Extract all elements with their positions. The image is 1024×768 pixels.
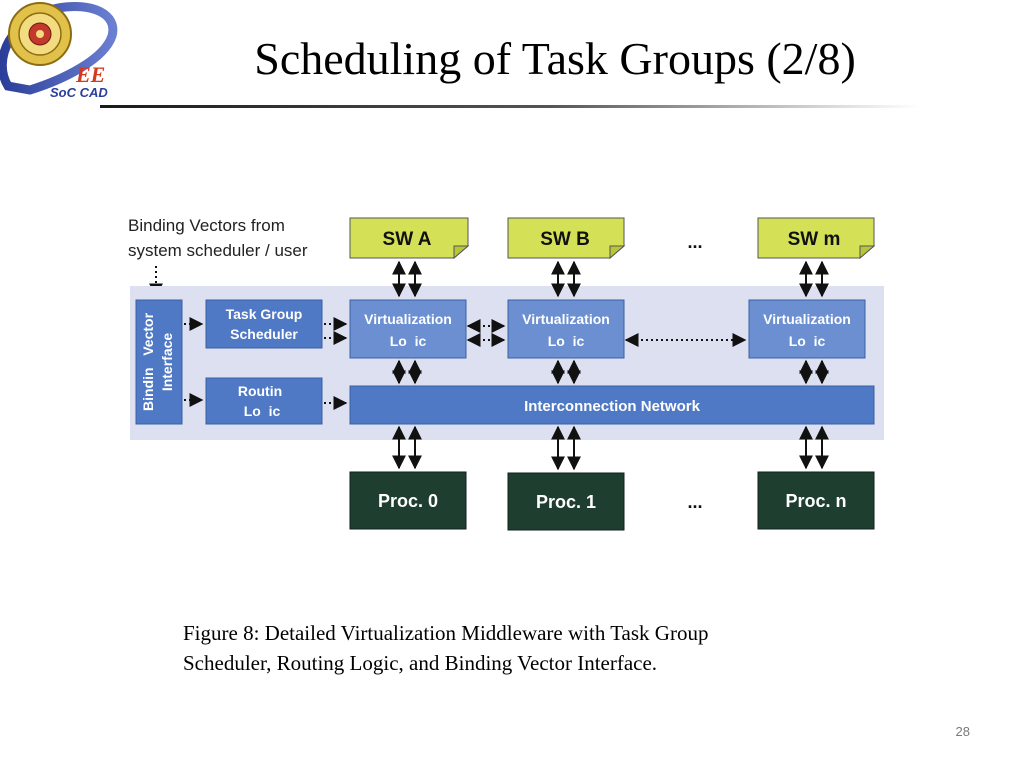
sw-box-m: SW m bbox=[757, 217, 876, 260]
logo-soc-cad-text: SoC CAD bbox=[50, 85, 108, 100]
virtualization-logic-m-label-line1: Virtualization bbox=[763, 311, 851, 327]
task-group-scheduler-label-line2: Scheduler bbox=[230, 326, 298, 342]
processor-0-label: Proc. 0 bbox=[378, 491, 438, 511]
binding-vector-interface-label-line1: Bindin Vector bbox=[140, 312, 156, 411]
routing-logic-label-line2: Lo ic bbox=[244, 403, 281, 419]
processor-n: Proc. n bbox=[757, 471, 875, 530]
routing-logic bbox=[205, 377, 323, 425]
processor-1-label: Proc. 1 bbox=[536, 492, 596, 512]
binding-vectors-note-line2: system scheduler / user bbox=[128, 241, 308, 260]
virtualization-logic-a-label-line2: Lo ic bbox=[390, 333, 427, 349]
figure-caption-line2: Scheduler, Routing Logic, and Binding Ve… bbox=[183, 651, 658, 675]
virtualization-logic-a-label-line1: Virtualization bbox=[364, 311, 452, 327]
title-divider bbox=[100, 105, 920, 108]
ee-soc-cad-logo: EE SoC CAD bbox=[0, 1, 118, 100]
processor-1: Proc. 1 bbox=[507, 472, 625, 531]
proc-ellipsis: ... bbox=[687, 492, 702, 512]
binding-vectors-note-line1: Binding Vectors from bbox=[128, 216, 285, 235]
routing-logic-label-line1: Routin bbox=[238, 383, 282, 399]
figure-caption: Figure 8: Detailed Virtualization Middle… bbox=[183, 618, 863, 678]
virtualization-logic-m: Virtualization Lo ic bbox=[748, 299, 866, 359]
sw-box-m-label: SW m bbox=[788, 229, 841, 250]
binding-vector-interface bbox=[135, 299, 183, 425]
sw-box-a-label: SW A bbox=[383, 229, 432, 250]
page-number: 28 bbox=[955, 724, 970, 739]
virtualization-logic-b-label-line2: Lo ic bbox=[548, 333, 585, 349]
virtualization-logic-a: Virtualization Lo ic bbox=[349, 299, 467, 359]
virtualization-logic-m-label-line2: Lo ic bbox=[789, 333, 826, 349]
virtualization-logic-b-label-line1: Virtualization bbox=[522, 311, 610, 327]
network-to-proc-arrows bbox=[392, 425, 829, 471]
sw-box-a: SW A bbox=[349, 217, 470, 260]
interconnection-network-label: Interconnection Network bbox=[524, 398, 701, 415]
task-group-scheduler bbox=[205, 299, 323, 349]
sw-to-virt-arrows bbox=[392, 260, 829, 298]
virt-to-network-arrows bbox=[392, 359, 829, 385]
interconnection-network bbox=[349, 385, 875, 425]
processor-0: Proc. 0 bbox=[349, 471, 467, 530]
logo-ee-text: EE bbox=[75, 62, 105, 87]
slide-title: Scheduling of Task Groups (2/8) bbox=[254, 33, 856, 84]
figure-caption-line1: Figure 8: Detailed Virtualization Middle… bbox=[183, 621, 709, 645]
sw-ellipsis: ... bbox=[687, 232, 702, 252]
binding-vector-interface-label-line2: Interface bbox=[159, 333, 175, 392]
processor-n-label: Proc. n bbox=[785, 491, 846, 511]
task-group-scheduler-label-line1: Task Group bbox=[226, 306, 303, 322]
logo-swoosh bbox=[0, 1, 118, 95]
sw-box-b-label: SW B bbox=[540, 229, 590, 250]
virtualization-logic-b: Virtualization Lo ic bbox=[507, 299, 625, 359]
sw-box-b: SW B bbox=[507, 217, 626, 260]
